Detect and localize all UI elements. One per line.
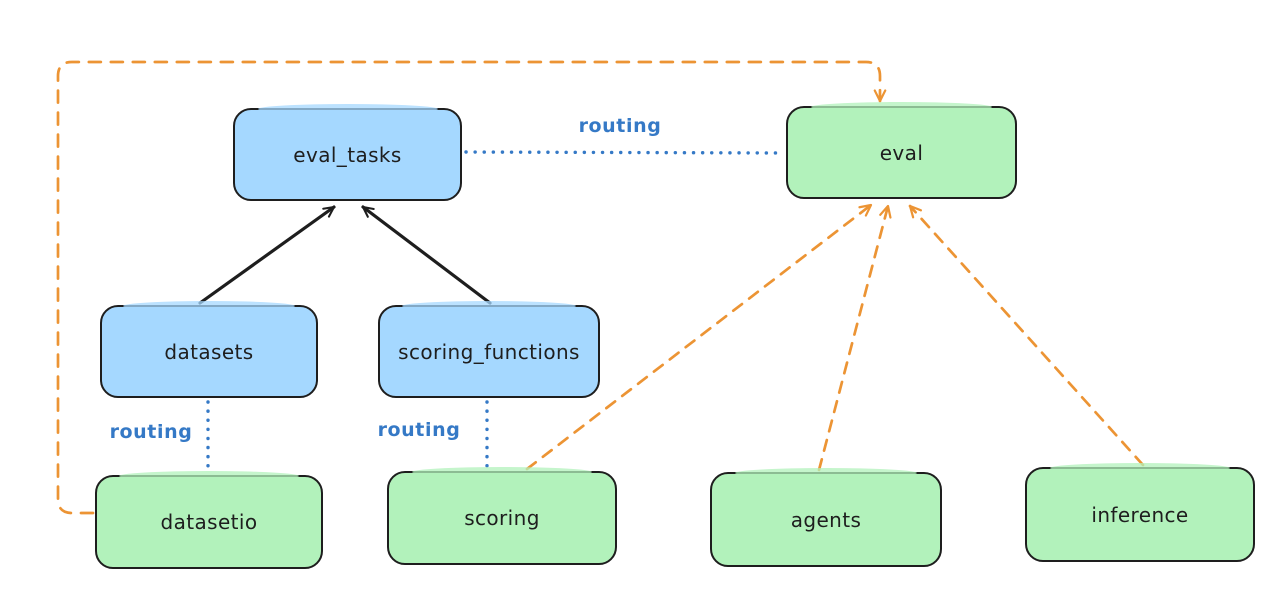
edge-datasets-to-eval-tasks — [198, 205, 336, 305]
node-scoring-label: scoring — [464, 506, 540, 530]
routing-label-datasets-datasetio: routing — [109, 421, 193, 443]
node-agents-label: agents — [790, 507, 862, 532]
node-datasets[interactable]: datasets — [100, 301, 318, 398]
node-datasets-label: datasets — [164, 339, 254, 364]
node-scoring-functions[interactable]: scoring_functions — [378, 301, 600, 398]
routing-label-eval-tasks-eval: routing — [578, 115, 662, 137]
edge-scoring-functions-to-eval-tasks — [361, 205, 492, 305]
node-eval-tasks-label: eval_tasks — [293, 142, 402, 167]
node-scoring[interactable]: scoring — [387, 467, 617, 565]
node-agents[interactable]: agents — [710, 468, 942, 567]
node-datasetio[interactable]: datasetio — [95, 471, 323, 569]
node-eval-tasks[interactable]: eval_tasks — [233, 104, 462, 201]
routing-label-scoring-functions-scoring: routing — [377, 419, 461, 441]
edge-agents-to-eval — [817, 204, 892, 472]
node-scoring-functions-label: scoring_functions — [398, 339, 580, 364]
node-eval-label: eval — [879, 140, 924, 165]
node-eval[interactable]: eval — [786, 102, 1017, 199]
node-inference-label: inference — [1091, 502, 1189, 527]
edge-inference-to-eval — [908, 204, 1145, 467]
node-datasetio-label: datasetio — [160, 510, 258, 534]
node-inference[interactable]: inference — [1025, 463, 1255, 562]
edge-eval-tasks-to-eval-routing — [464, 150, 785, 155]
edge-scoring-to-eval — [525, 203, 873, 471]
edge-datasetio-to-eval-around — [56, 60, 887, 515]
